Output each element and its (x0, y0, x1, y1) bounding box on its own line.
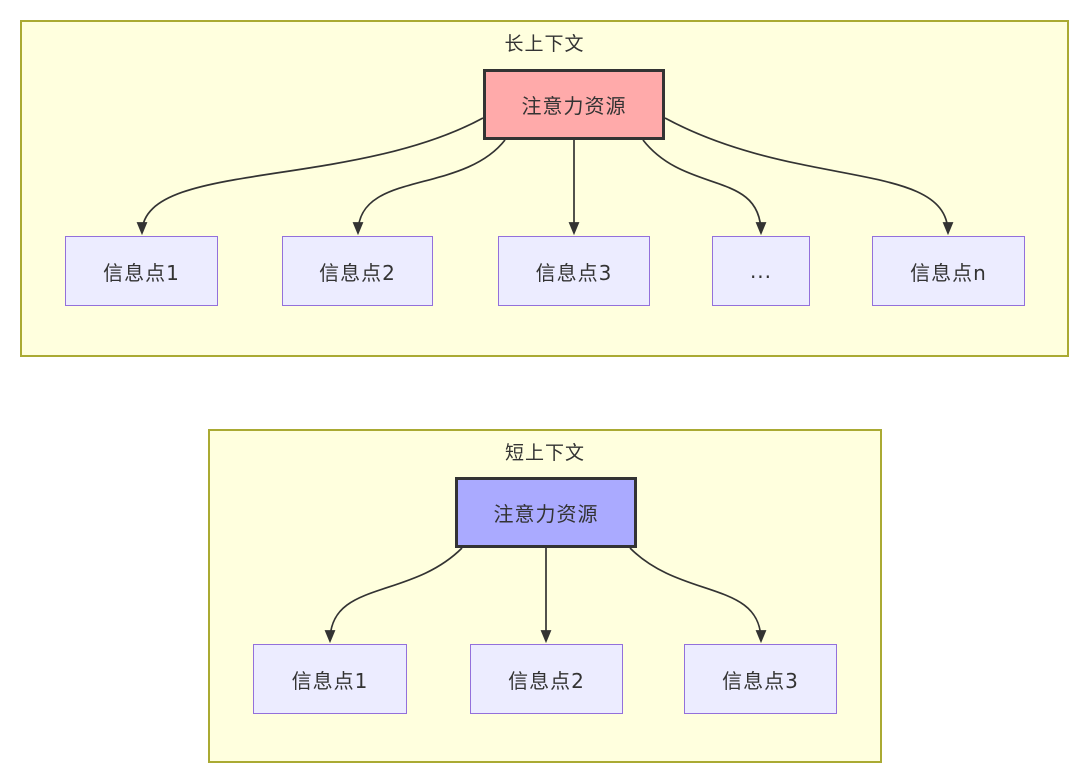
long-info-label-3: 信息点3 (535, 260, 613, 285)
short-context-title: 短上下文 (504, 442, 585, 464)
long-info-node-ellipsis: ... (712, 236, 810, 306)
long-info-node-3: 信息点3 (498, 236, 650, 306)
long-info-label-1: 信息点1 (103, 260, 180, 285)
long-info-node-2: 信息点2 (282, 236, 433, 306)
long-info-label-ellipsis: ... (749, 259, 773, 283)
long-attention-node: 注意力资源 (483, 69, 665, 140)
short-attention-node: 注意力资源 (455, 477, 637, 548)
long-info-label-2: 信息点2 (319, 260, 396, 285)
short-info-node-1: 信息点1 (253, 644, 407, 714)
short-info-label-2: 信息点2 (508, 668, 585, 693)
short-info-node-2: 信息点2 (470, 644, 623, 714)
long-info-node-1: 信息点1 (65, 236, 218, 306)
long-info-node-n: 信息点n (872, 236, 1025, 306)
long-info-label-n: 信息点n (910, 260, 987, 285)
short-attention-label: 注意力资源 (493, 502, 599, 526)
long-attention-label: 注意力资源 (521, 94, 627, 118)
short-info-label-1: 信息点1 (291, 668, 369, 693)
short-info-label-3: 信息点3 (722, 668, 799, 693)
long-context-title: 长上下文 (504, 33, 585, 55)
short-info-node-3: 信息点3 (684, 644, 837, 714)
